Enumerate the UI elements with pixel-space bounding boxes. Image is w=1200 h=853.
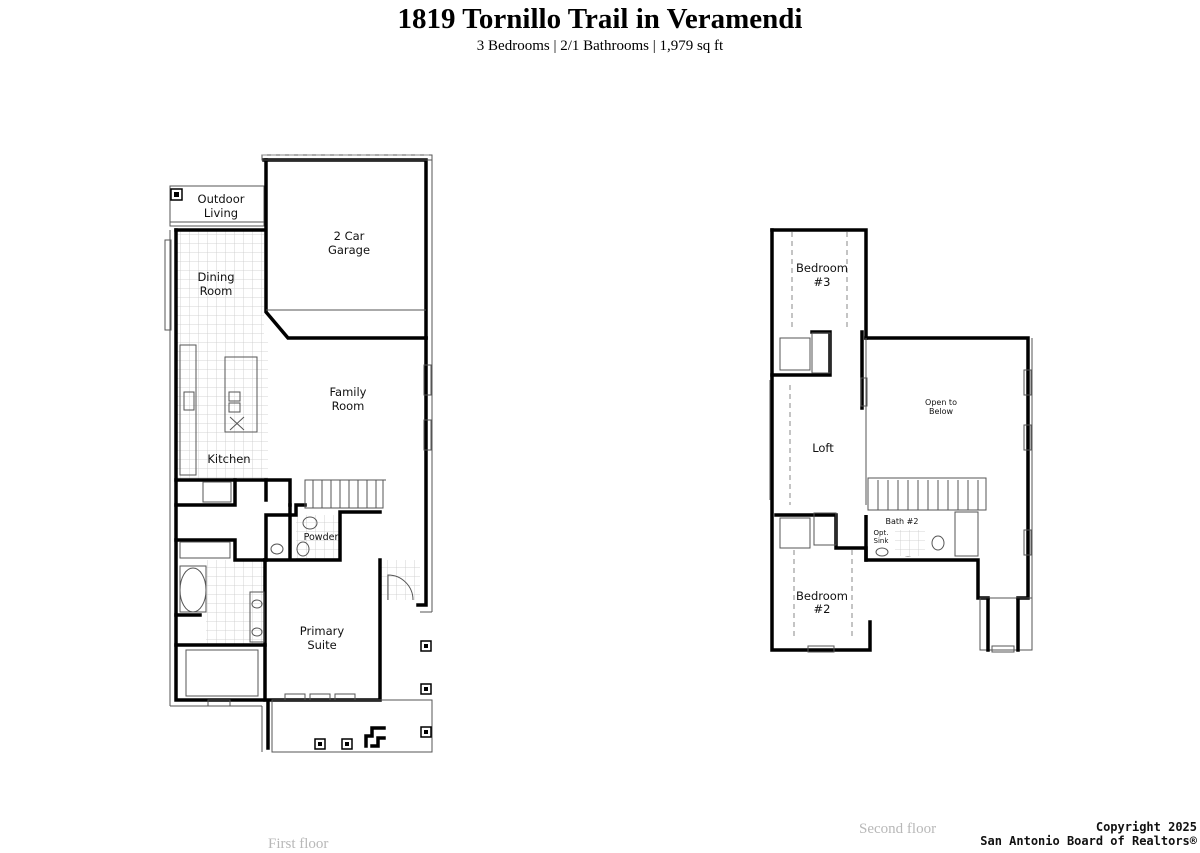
- closet-window: [207, 699, 231, 707]
- dining-tile-floor: [176, 230, 264, 340]
- family-label-2: Room: [332, 399, 365, 413]
- bath2-tub: [954, 511, 979, 557]
- dining-label-2: Room: [200, 284, 233, 298]
- bedroom3-label-2: #3: [814, 275, 831, 289]
- bath2-linen: [813, 512, 837, 546]
- copyright-line-2: San Antonio Board of Realtors®: [980, 834, 1197, 848]
- primary-label: Primary: [300, 624, 345, 638]
- family-window-1: [423, 364, 432, 396]
- copyright-line-1: Copyright 2025: [1095, 820, 1197, 834]
- page-subtitle: 3 Bedrooms | 2/1 Bathrooms | 1,979 sq ft: [476, 38, 724, 54]
- dining-window: [164, 239, 172, 331]
- laundry-machines: [179, 541, 231, 559]
- kitchen-label: Kitchen: [207, 452, 250, 466]
- outdoor-living-patio: [169, 185, 265, 227]
- open-window-1: [1023, 369, 1032, 396]
- primary-bath-tile-floor: [206, 560, 264, 645]
- bedroom2-label: Bedroom: [796, 589, 848, 603]
- dining-label: Dining: [197, 270, 234, 284]
- first-floor-caption: First floor: [268, 836, 329, 852]
- second-floor-caption: Second floor: [859, 821, 937, 837]
- opt-sink-label-2: Sink: [874, 537, 890, 545]
- kitchen-range: [183, 391, 195, 411]
- garage-label-2: Garage: [328, 243, 370, 257]
- porch-column: [364, 726, 386, 748]
- sink-icon: [228, 391, 241, 402]
- second-floor-bump: [979, 597, 1033, 651]
- primary-label-2: Suite: [307, 638, 336, 652]
- powder-toilet-icon: [302, 516, 318, 530]
- second-floor-plan: Bedroom #3 Loft Open to Below Bath #2 Op…: [769, 228, 1033, 653]
- outdoor-living-label-2: Living: [204, 206, 238, 220]
- first-floor-plan: Outdoor Living 2 Car Garage Dining Room …: [164, 154, 433, 753]
- dishwasher-icon: [229, 416, 245, 431]
- open-to-below-label: Open to: [925, 398, 957, 407]
- primary-closet: [185, 649, 259, 697]
- family-window-2: [423, 419, 432, 451]
- outdoor-living-label: Outdoor: [198, 192, 245, 206]
- entry-tile-floor: [380, 560, 420, 600]
- bath2-label: Bath #2: [886, 517, 919, 526]
- garage-label: 2 Car: [334, 229, 365, 243]
- primary-vanity: [249, 591, 265, 643]
- family-label: Family: [329, 385, 366, 399]
- bedroom2-label-2: #2: [814, 602, 831, 616]
- pantry-shelves: [202, 481, 232, 503]
- kitchen-counter: [179, 344, 197, 476]
- open-to-below-label-2: Below: [929, 407, 954, 416]
- staircase: [304, 479, 384, 509]
- upper-stair-rail: [867, 477, 987, 511]
- bedroom3-closet: [811, 332, 831, 374]
- loft-label: Loft: [812, 441, 834, 455]
- powder-sink-icon: [270, 543, 284, 555]
- kitchen-island: [224, 356, 258, 433]
- main-house-walls: [174, 228, 266, 702]
- bath2-toilet-icon: [931, 535, 945, 551]
- loft-railing: [860, 377, 868, 407]
- primary-tub-icon: [179, 567, 207, 613]
- opt-sink-label: Opt.: [874, 529, 889, 537]
- front-door: [387, 574, 414, 601]
- bedroom3-walls: [770, 228, 868, 340]
- porch-post-icon: [314, 640, 432, 750]
- page-title: 1819 Tornillo Trail in Veramendi: [397, 3, 803, 35]
- bedroom2-window: [807, 645, 835, 653]
- outdoor-post-icon: [170, 188, 183, 201]
- bedroom3-label: Bedroom: [796, 261, 848, 275]
- bath2-sink-icon: [875, 547, 889, 557]
- powder-label: Powder: [304, 532, 339, 543]
- front-porch: [271, 699, 433, 753]
- copyright-notice: Copyright 2025 San Antonio Board of Real…: [980, 820, 1197, 848]
